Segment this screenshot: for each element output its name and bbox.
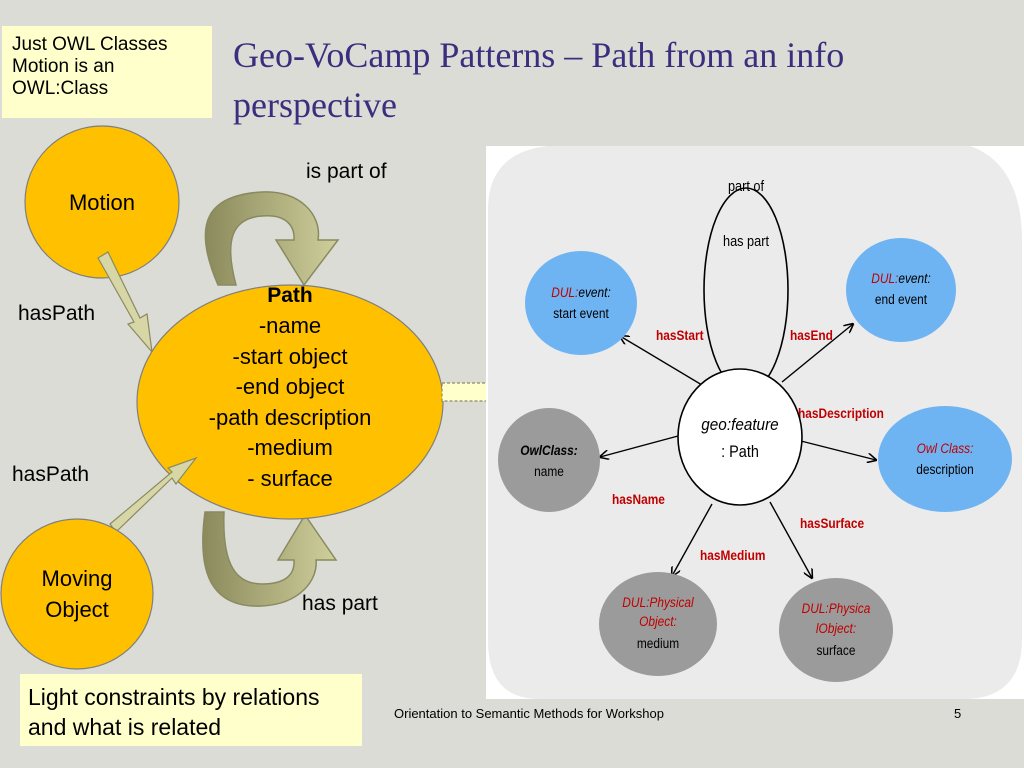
has-part-label: has part [302,592,378,615]
medium-node [599,572,717,676]
has-path-label: hasPath [12,463,89,486]
geo-feature-node [677,368,803,506]
slide-title: Geo-VoCamp Patterns – Path from an info … [233,30,993,130]
description-value: description [916,461,974,477]
start-event-prefix: DUL: [551,284,578,300]
has-name-label: hasName [612,491,665,507]
has-description-label: hasDescription [798,405,884,421]
geo-feature-prefix: geo: [701,415,731,434]
bottom-note: Light constraints by relations and what … [20,674,362,746]
start-event-italic: event: [578,284,611,300]
motion-node [24,125,180,279]
bottom-note-line: Light constraints by relations [28,684,320,710]
end-event-italic: event: [898,270,931,286]
footer-text: Orientation to Semantic Methods for Work… [394,706,664,721]
path-attribute: -name [259,313,321,338]
end-event-node [846,238,956,342]
start-event-node [525,251,637,355]
has-path-label: hasPath [18,302,95,325]
title-line: perspective [233,85,397,125]
has-path-arrow-bottom [109,456,198,533]
top-note: Just OWL Classes Motion is an OWL:Class [2,26,212,118]
description-type: Owl Class: [917,440,974,456]
page-number: 5 [954,706,962,721]
path-title: Path [267,284,313,307]
path-attribute: -start object [233,344,348,369]
moving-object-label: Moving [42,566,113,591]
medium-type: DUL:Physical [622,594,694,610]
path-attribute: -path description [209,405,372,430]
start-event-value: start event [553,305,609,321]
surface-value: surface [816,642,855,658]
end-event-type: DUL:event: [871,270,931,286]
start-event-type: DUL:event: [551,284,611,300]
left-diagram: Motion Path -name -start object -end obj… [0,125,504,670]
name-node [498,408,600,512]
title-line: Geo-VoCamp Patterns – Path from an info [233,35,845,75]
geo-feature-class: : Path [721,443,759,461]
top-note-line: Motion is an [12,56,115,77]
geo-feature-word: feature [731,415,779,434]
has-start-label: hasStart [656,327,704,343]
top-note-line: OWL:Class [12,78,109,99]
right-diagram: part of has part hasStart hasEnd hasDesc… [486,146,1024,699]
is-part-of-label: is part of [306,160,387,183]
path-attribute: -end object [236,374,345,399]
has-name-line [600,435,679,457]
has-part-curved-arrow [202,511,338,607]
moving-object-node [0,518,154,670]
path-attribute: -medium [247,435,333,460]
geo-feature-label: geo:feature [701,415,778,434]
name-value: name [534,463,564,479]
has-description-line [796,439,876,460]
surface-type: DUL:Physica [802,600,871,616]
description-node [878,406,1012,512]
has-end-line [781,324,853,383]
has-path-arrow-top [97,251,153,354]
path-node [136,284,444,520]
has-end-label: hasEnd [790,327,833,343]
medium-type: Object: [639,613,677,629]
surface-type: lObject: [816,620,857,636]
surface-node [779,578,893,682]
moving-object-label: Object [45,597,109,622]
has-surface-label: hasSurface [800,515,864,531]
has-medium-label: hasMedium [700,547,765,563]
has-medium-line [672,503,713,576]
top-note-line: Just OWL Classes [12,34,168,55]
path-attribute: - surface [247,466,333,491]
bottom-note-line: and what is related [28,714,222,740]
has-start-line [620,336,703,386]
is-part-of-curved-arrow [204,191,340,287]
medium-value: medium [637,635,679,651]
has-part-label-right: has part [723,232,769,249]
name-type: OwlClass: [520,442,578,458]
end-event-value: end event [875,291,928,307]
end-event-prefix: DUL: [871,270,898,286]
motion-label: Motion [69,190,135,215]
has-surface-line [769,501,812,578]
part-of-label: part of [728,177,764,194]
